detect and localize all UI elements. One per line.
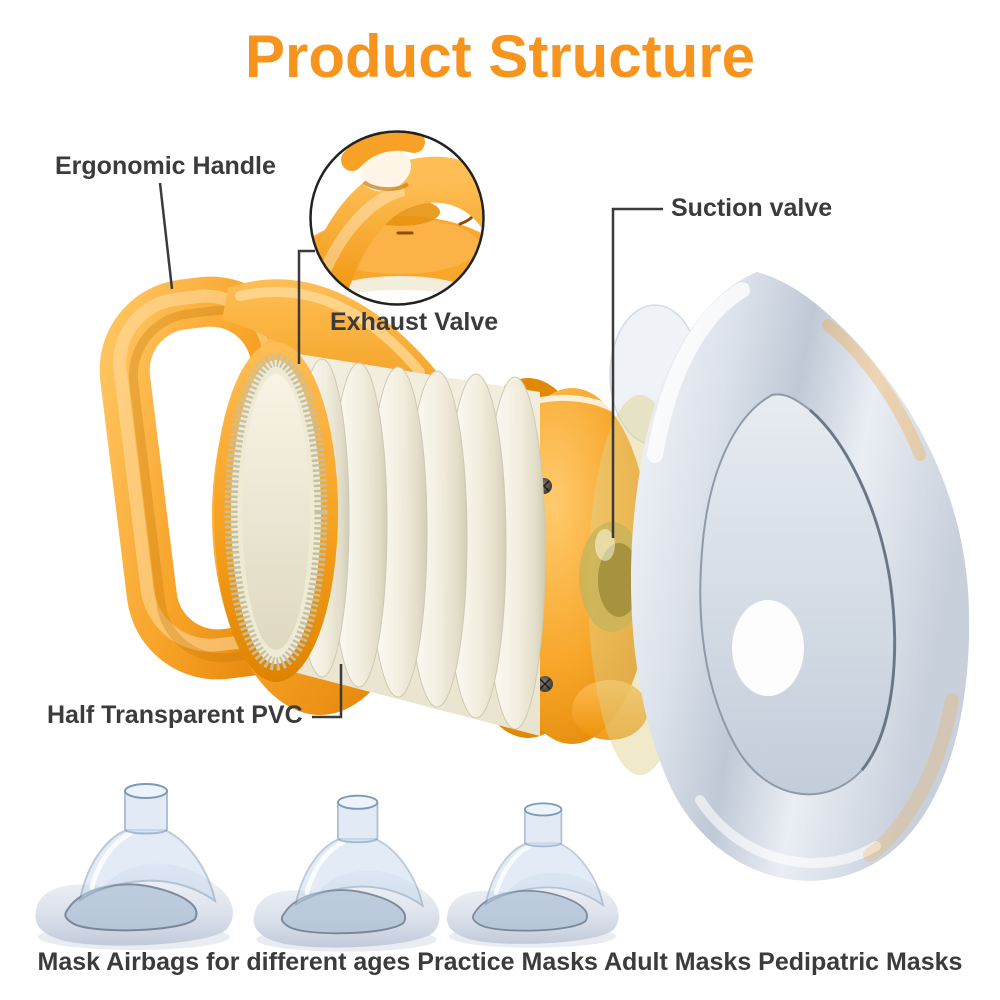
leader-exhaust-valve (297, 249, 315, 364)
face-mask-shape (630, 272, 970, 881)
bottom-caption: Mask Airbags for different ages Practice… (37, 948, 963, 976)
label-suction-valve: Suction valve (671, 194, 833, 222)
label-half-transparent-pvc: Half Transparent PVC (47, 701, 303, 729)
leader-ergonomic-handle (158, 182, 174, 290)
label-exhaust-valve: Exhaust Valve (330, 308, 499, 336)
leader-lines (158, 182, 663, 719)
leader-suction-valve (611, 207, 663, 538)
bellows-front-ring-shape (214, 342, 338, 682)
suction-valve-shape (579, 522, 645, 632)
mini-mask-adult (35, 784, 233, 950)
leader-half-transparent-pvc (312, 664, 343, 719)
bellows-shape (286, 352, 546, 736)
label-ergonomic-handle: Ergonomic Handle (55, 152, 276, 180)
page-title: Product Structure (244, 23, 756, 90)
mini-mask-medium (254, 796, 440, 952)
mini-mask-pediatric (447, 803, 619, 947)
